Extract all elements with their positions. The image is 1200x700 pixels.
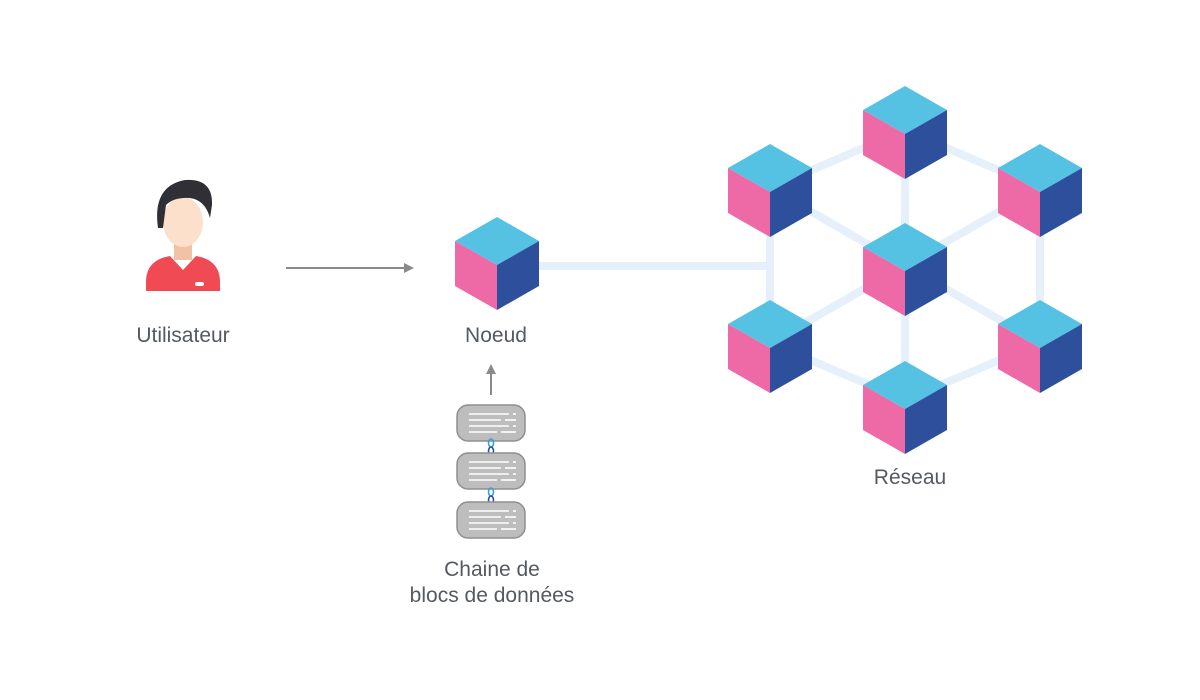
blockchain-label-line1: Chaine de: [444, 558, 540, 581]
network-cube-icon: [728, 144, 812, 237]
network-cube-icon: [863, 361, 947, 454]
network-cube-icon: [863, 86, 947, 179]
node-cube-icon: [455, 217, 539, 310]
network-label: Réseau: [873, 466, 947, 489]
network-cube-icon: [863, 223, 947, 316]
network-cube-icon: [728, 300, 812, 393]
user-avatar-icon: [146, 179, 220, 291]
data-block-icon: [456, 501, 526, 539]
blockchain-label-line2: blocs de données: [409, 584, 575, 607]
node-label: Noeud: [465, 324, 527, 347]
data-block-icon: [456, 452, 526, 490]
network-cube-icon: [998, 144, 1082, 237]
network-cubes: [728, 86, 1082, 454]
data-block-icon: [456, 404, 526, 442]
network-cube-icon: [998, 300, 1082, 393]
user-label: Utilisateur: [136, 324, 230, 347]
blockchain-blocks: [456, 404, 526, 539]
blockchain-label: Chaine de blocs de données: [382, 557, 602, 609]
